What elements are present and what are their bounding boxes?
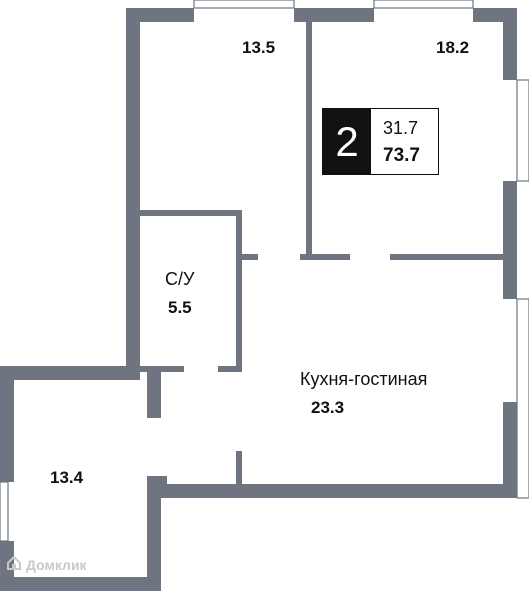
room-area-lower-left: 13.4 bbox=[50, 468, 84, 487]
room-area-bedroom-right: 18.2 bbox=[436, 38, 470, 57]
wall bbox=[140, 210, 242, 216]
domclick-logo-icon bbox=[6, 555, 22, 574]
room-name-kitchen-living: Кухня-гостиная bbox=[300, 369, 428, 389]
wall bbox=[236, 451, 242, 491]
wall bbox=[0, 577, 160, 591]
wall bbox=[503, 181, 517, 299]
wall bbox=[126, 8, 140, 378]
window bbox=[0, 481, 9, 542]
room-area-kitchen-living: 23.3 bbox=[311, 398, 345, 417]
watermark-text: Домклик bbox=[26, 556, 87, 573]
wall bbox=[503, 8, 517, 80]
wall bbox=[140, 366, 184, 372]
wall bbox=[147, 366, 161, 418]
window bbox=[516, 79, 529, 182]
room-name-bathroom: С/У bbox=[165, 269, 195, 289]
wall bbox=[503, 402, 517, 498]
apartment-badge: 2 31.7 73.7 bbox=[322, 108, 439, 175]
living-area: 31.7 bbox=[383, 118, 419, 138]
window bbox=[373, 0, 474, 9]
total-area: 73.7 bbox=[383, 145, 420, 166]
room-area-bedroom-left: 13.5 bbox=[242, 38, 276, 57]
watermark: Домклик bbox=[6, 555, 87, 574]
wall bbox=[0, 366, 14, 482]
window bbox=[193, 0, 295, 9]
wall bbox=[236, 210, 242, 370]
wall bbox=[306, 22, 312, 254]
wall bbox=[0, 366, 140, 380]
wall bbox=[390, 254, 503, 260]
room-count: 2 bbox=[323, 109, 371, 174]
wall bbox=[126, 8, 194, 22]
room-area-bathroom: 5.5 bbox=[168, 298, 192, 317]
window bbox=[516, 298, 529, 499]
wall bbox=[218, 366, 242, 372]
wall bbox=[300, 254, 350, 260]
wall bbox=[473, 8, 503, 22]
wall bbox=[294, 8, 374, 22]
wall bbox=[147, 476, 161, 591]
wall bbox=[147, 484, 517, 498]
wall bbox=[236, 254, 258, 260]
wall bbox=[503, 66, 517, 80]
